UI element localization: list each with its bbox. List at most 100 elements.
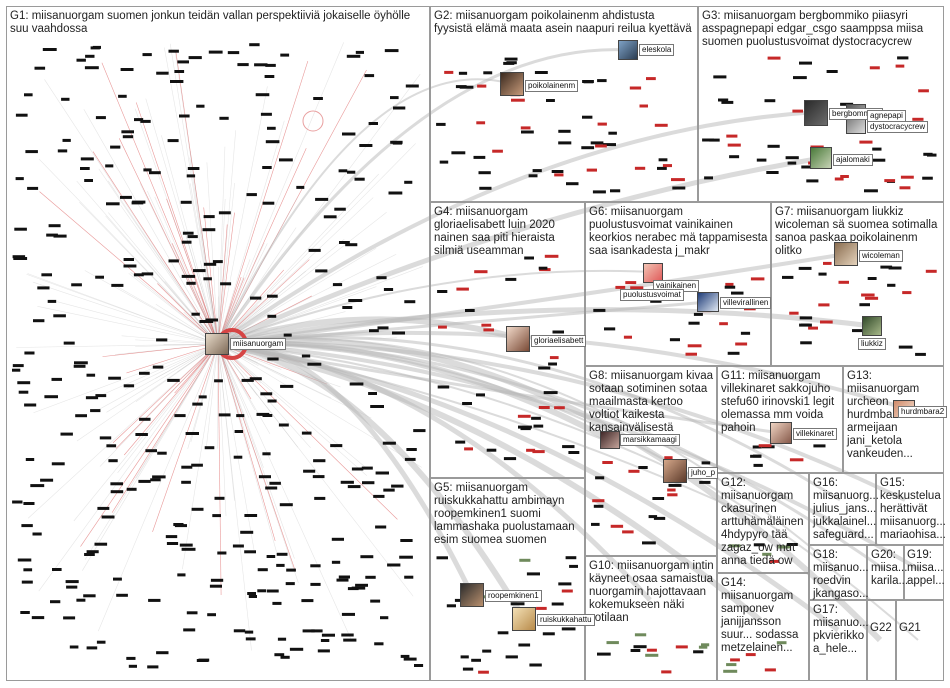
node-marker <box>196 659 209 662</box>
node-marker <box>664 456 673 460</box>
node-marker <box>517 414 531 418</box>
node-marker <box>437 385 450 389</box>
label-poikolainenm[interactable]: poikolainenm <box>525 80 579 92</box>
avatar-marsikkamaagi[interactable] <box>600 431 620 449</box>
group-box-g16 <box>809 473 876 545</box>
label-dystocracycrew[interactable]: dystocracycrew <box>867 121 929 133</box>
avatar-roopemkinen1[interactable] <box>460 583 484 607</box>
label-puolustusvoimat[interactable]: puolustusvoimat <box>620 289 684 301</box>
node-marker <box>479 186 492 190</box>
node-marker <box>399 555 413 559</box>
node-marker <box>346 54 361 58</box>
label-villevirallinen[interactable]: villevirallinen <box>720 297 772 309</box>
node-marker <box>232 544 244 548</box>
node-marker <box>73 364 86 368</box>
node-marker <box>51 377 62 381</box>
node-marker <box>369 329 379 333</box>
avatar-bergbommiko[interactable] <box>804 100 828 126</box>
node-marker <box>750 277 765 281</box>
avatar-poikolainenm[interactable] <box>500 72 524 96</box>
label-villekinaret[interactable]: villekinaret <box>793 428 837 440</box>
node-marker <box>652 497 665 500</box>
node-marker <box>519 558 531 562</box>
node-marker <box>446 604 456 608</box>
edge <box>39 191 219 345</box>
node-marker <box>110 482 123 486</box>
node-marker <box>650 299 662 303</box>
bundled-edge <box>217 341 840 632</box>
node-marker <box>110 490 124 494</box>
node-marker <box>727 143 741 147</box>
avatar-villekinaret[interactable] <box>770 422 792 444</box>
node-marker <box>167 378 180 382</box>
node-marker <box>455 85 467 89</box>
node-marker <box>709 138 720 142</box>
node-marker <box>438 325 447 329</box>
node-marker <box>69 645 79 649</box>
node-marker <box>128 664 137 668</box>
node-marker <box>364 74 375 78</box>
node-marker <box>244 630 254 634</box>
avatar-villevirallinen[interactable] <box>697 292 719 312</box>
node-marker <box>634 166 646 170</box>
label-eleskola[interactable]: eleskola <box>639 44 675 56</box>
avatar-juho-p[interactable] <box>663 459 687 483</box>
avatar-ruiskukkahattu[interactable] <box>512 607 536 631</box>
label-marsikkamaagi[interactable]: marsikkamaagi <box>620 434 680 446</box>
node-marker <box>533 424 544 428</box>
node-marker <box>864 189 878 193</box>
node-marker <box>693 650 704 654</box>
node-marker <box>634 633 647 637</box>
label-wicoleman[interactable]: wicoleman <box>859 250 903 262</box>
node-marker <box>558 141 572 145</box>
node-marker <box>897 56 909 60</box>
node-marker <box>383 288 394 291</box>
avatar-gloriaelisabett[interactable] <box>506 326 530 352</box>
node-marker <box>30 484 45 488</box>
node-marker <box>704 176 713 180</box>
node-marker <box>340 480 354 484</box>
label-hurdmbara2[interactable]: hurdmbara2 <box>898 406 948 418</box>
node-marker <box>521 130 534 134</box>
node-marker <box>719 322 728 326</box>
edge <box>38 158 219 345</box>
node-marker <box>887 283 896 287</box>
edge <box>217 146 226 345</box>
avatar-eleskola[interactable] <box>618 40 638 60</box>
node-marker <box>12 364 24 368</box>
node-marker <box>526 448 536 452</box>
avatar-miisanuorgam[interactable] <box>205 333 229 355</box>
avatar-ajalomaki[interactable] <box>810 147 832 169</box>
label-ruiskukkahattu[interactable]: ruiskukkahattu <box>537 614 595 626</box>
node-marker <box>880 265 893 269</box>
node-marker <box>214 496 225 500</box>
avatar-liukkiz[interactable] <box>862 316 882 336</box>
node-marker <box>476 393 485 397</box>
label-roopemkinen1[interactable]: roopemkinen1 <box>485 590 542 602</box>
bundled-edge <box>216 48 629 345</box>
node-marker <box>368 122 378 125</box>
node-marker <box>218 211 231 215</box>
node-marker <box>277 637 287 641</box>
edge <box>217 343 252 651</box>
node-marker <box>458 71 468 75</box>
node-marker <box>182 231 194 235</box>
node-marker <box>63 616 76 620</box>
label-juho-p[interactable]: juho_p <box>688 467 719 479</box>
group-title-g8: G8: miisanuorgam kivaa sotaan sotiminen … <box>589 370 713 434</box>
node-marker <box>622 530 634 534</box>
node-marker <box>726 663 737 667</box>
node-marker <box>646 648 657 652</box>
label-ajalomaki[interactable]: ajalomaki <box>833 154 873 166</box>
node-marker <box>41 273 52 277</box>
edge <box>217 343 219 449</box>
node-marker <box>544 254 559 258</box>
avatar-wicoleman[interactable] <box>834 242 858 266</box>
label-miisanuorgam[interactable]: miisanuorgam <box>230 338 287 350</box>
node-marker <box>338 169 348 173</box>
label-gloriaelisabett[interactable]: gloriaelisabett <box>531 335 587 347</box>
node-marker <box>240 530 254 534</box>
node-marker <box>687 344 702 348</box>
label-liukkiz[interactable]: liukkiz <box>858 338 886 350</box>
node-marker <box>918 89 929 93</box>
